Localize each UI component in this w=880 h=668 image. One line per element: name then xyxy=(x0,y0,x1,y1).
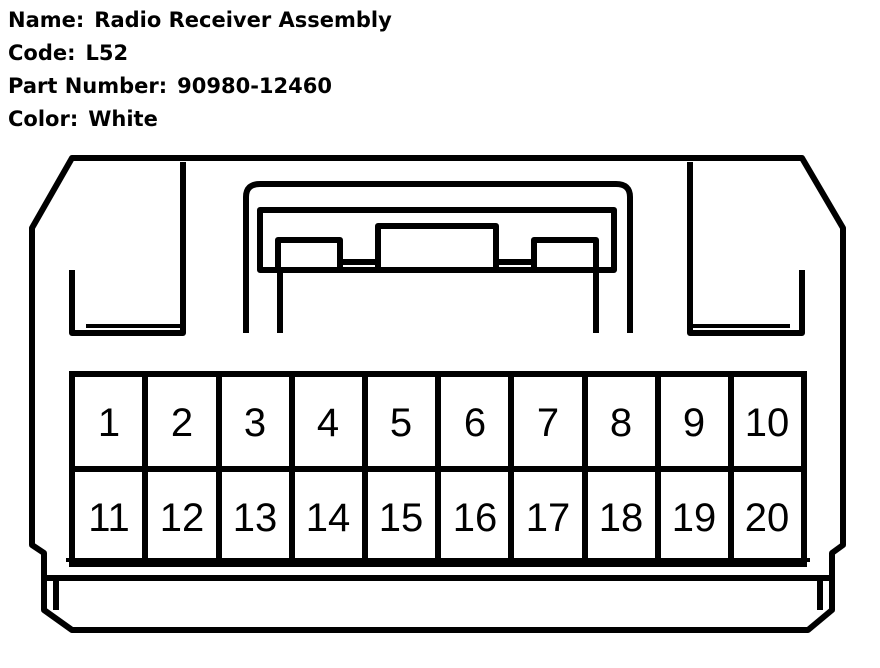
part-number-row: Part Number: 90980-12460 xyxy=(8,70,392,103)
name-label: Name: xyxy=(8,8,85,32)
code-label: Code: xyxy=(8,41,76,65)
pin-13: 13 xyxy=(233,496,278,540)
pin-1: 1 xyxy=(98,401,120,445)
pin-11: 11 xyxy=(88,496,130,540)
part-number-label: Part Number: xyxy=(8,74,168,98)
pin-3: 3 xyxy=(244,401,266,445)
name-value: Radio Receiver Assembly xyxy=(94,8,392,32)
connector-info: Name: Radio Receiver Assembly Code: L52 Pa… xyxy=(8,4,392,136)
pin-10: 10 xyxy=(745,401,790,445)
lock-tab-inner xyxy=(257,207,617,273)
connector-housing xyxy=(29,155,846,633)
color-value: White xyxy=(88,107,158,131)
pin-20: 20 xyxy=(745,496,790,540)
part-number-value: 90980-12460 xyxy=(177,74,332,98)
pin-12: 12 xyxy=(160,496,205,540)
color-label: Color: xyxy=(8,107,79,131)
pin-17: 17 xyxy=(526,496,571,540)
code-value: L52 xyxy=(85,41,129,65)
pin-7: 7 xyxy=(537,401,559,445)
pin-18: 18 xyxy=(599,496,644,540)
bottom-rail xyxy=(44,575,832,610)
pin-5: 5 xyxy=(390,401,412,445)
pin-2: 2 xyxy=(171,401,193,445)
pin-19: 19 xyxy=(672,496,717,540)
pin-4: 4 xyxy=(317,401,339,445)
lock-tab-outer xyxy=(243,181,633,333)
name-row: Name: Radio Receiver Assembly xyxy=(8,4,392,37)
pin-9: 9 xyxy=(683,401,705,445)
pin-6: 6 xyxy=(464,401,486,445)
color-row: Color: White xyxy=(8,103,392,136)
pin-8: 8 xyxy=(610,401,632,445)
pin-16: 16 xyxy=(453,496,498,540)
pin-15: 15 xyxy=(379,496,424,540)
pin-14: 14 xyxy=(306,496,351,540)
lock-latch xyxy=(275,223,599,270)
left-recess xyxy=(69,162,186,336)
right-recess xyxy=(687,162,805,336)
code-row: Code: L52 xyxy=(8,37,392,70)
